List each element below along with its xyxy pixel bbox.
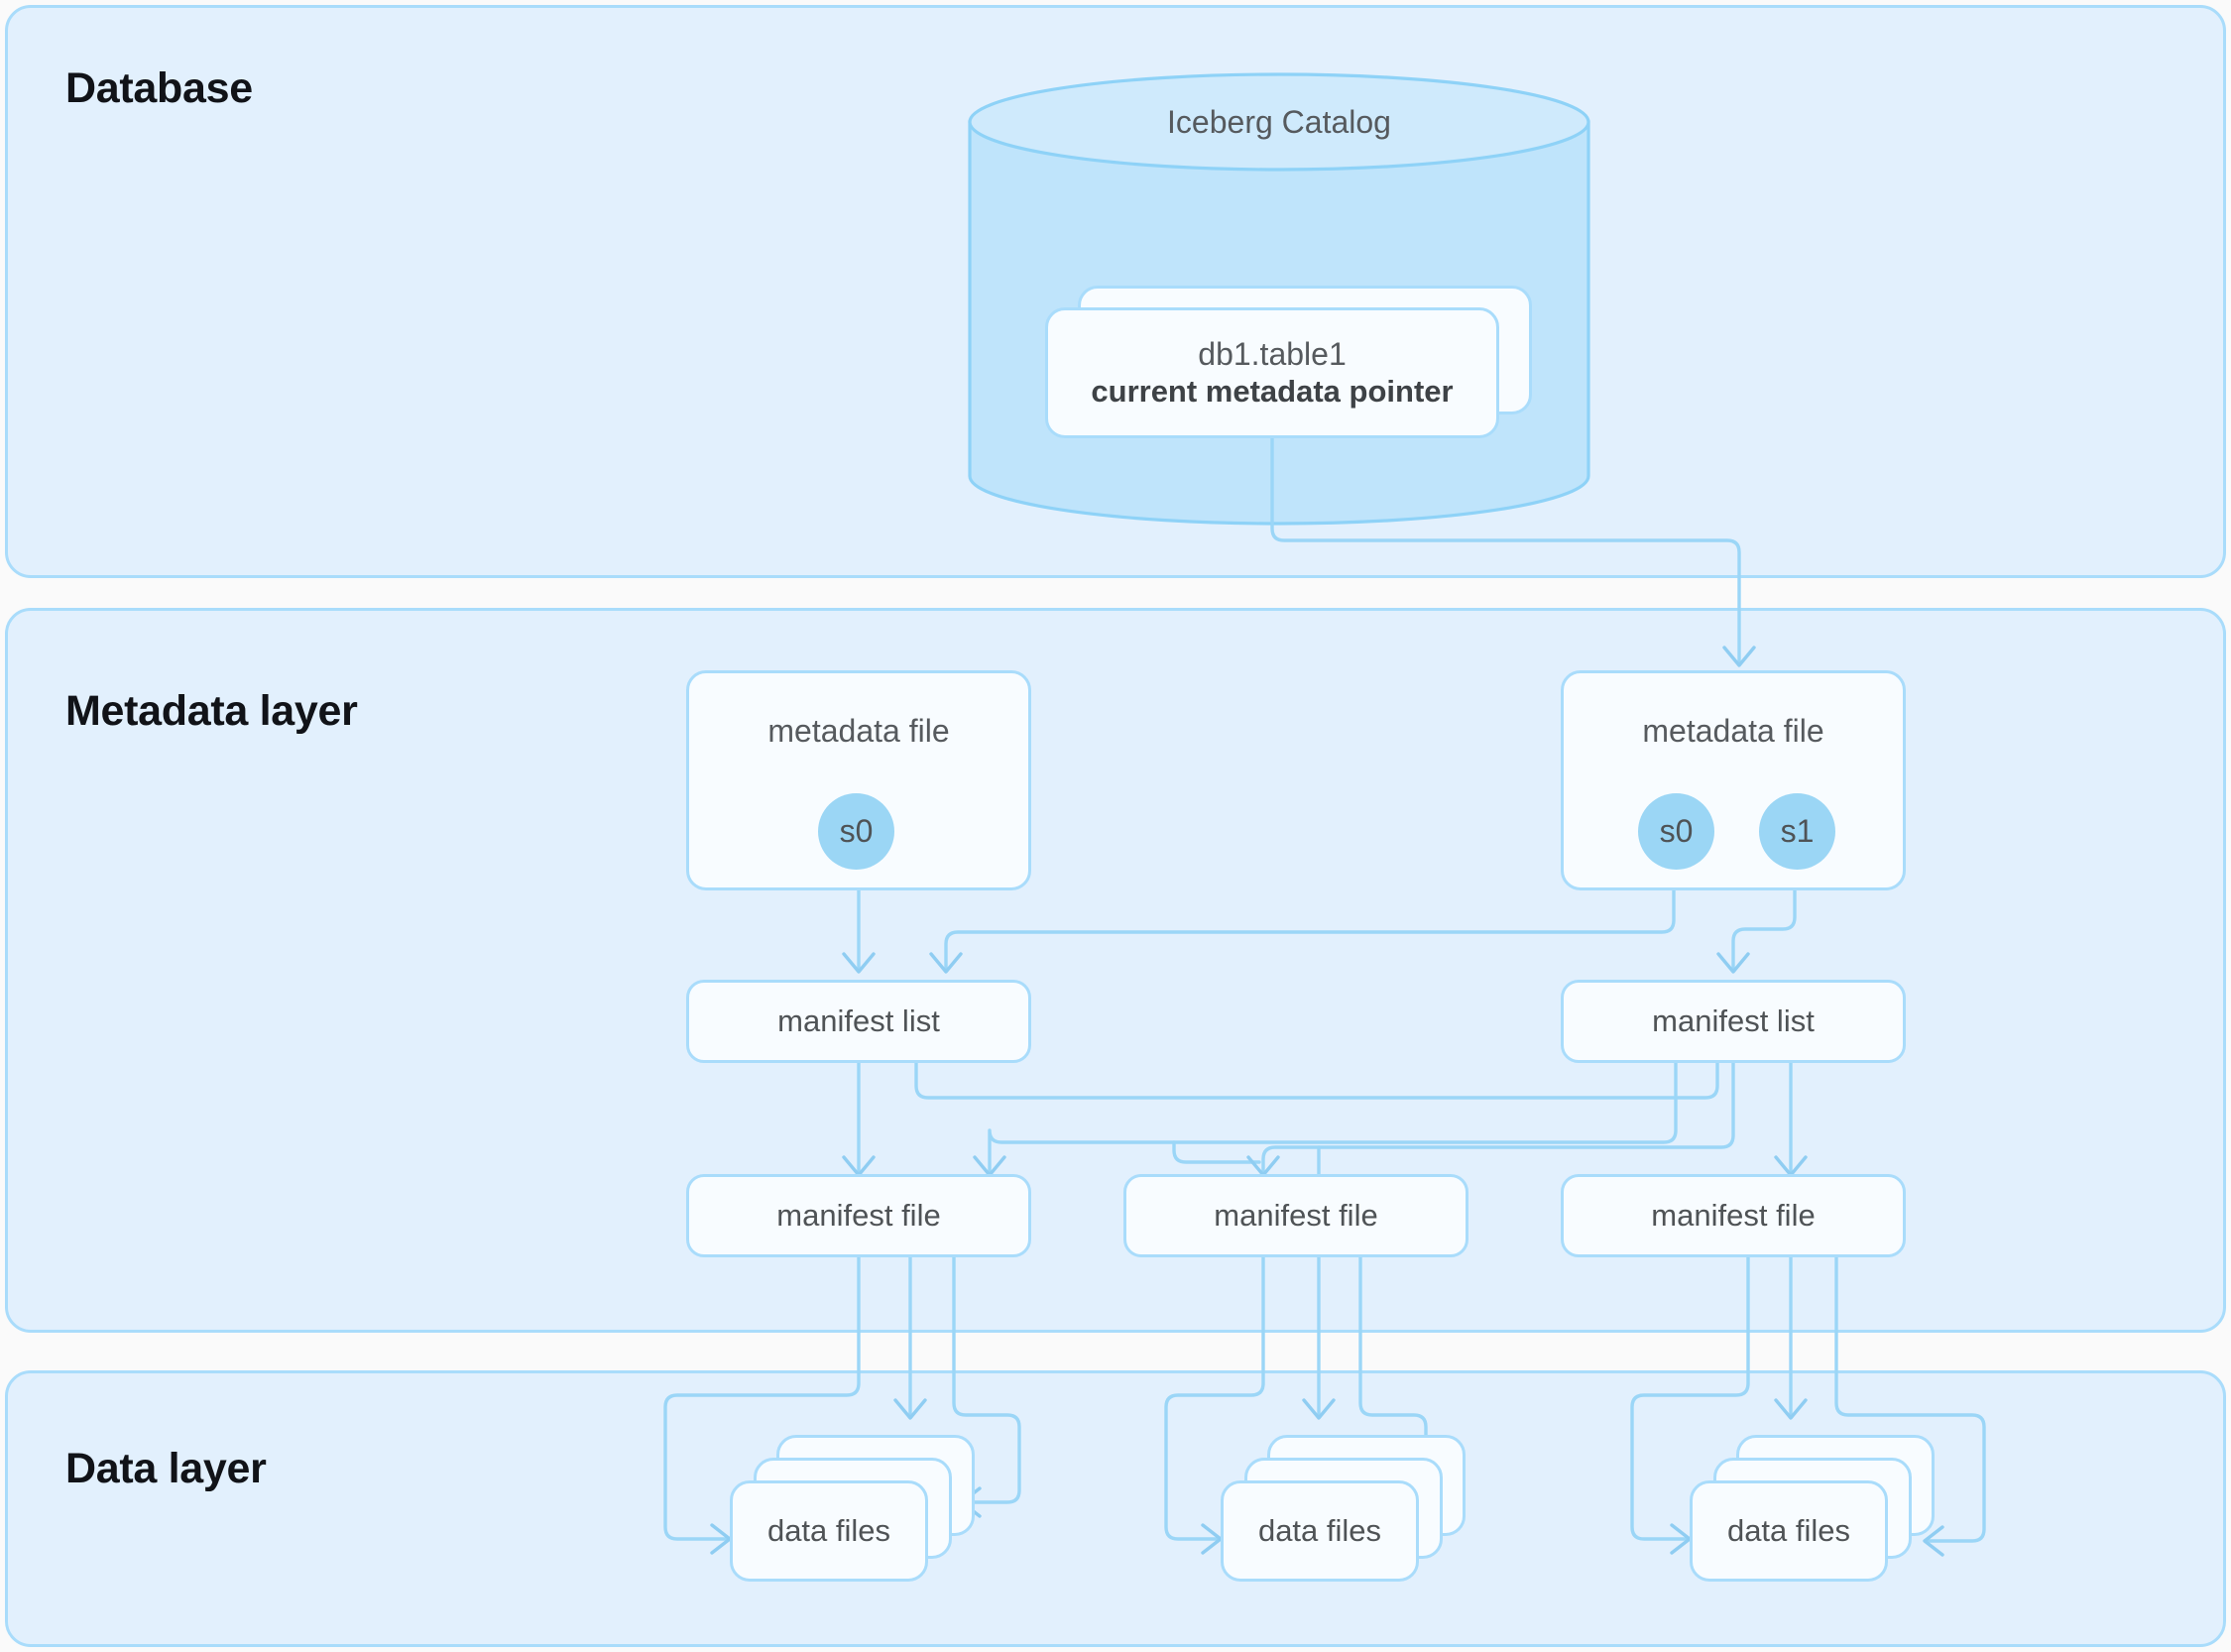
snapshot-s0-left[interactable]: s0 — [818, 793, 894, 870]
pointer-table-name: db1.table1 — [1198, 335, 1347, 372]
pointer-card-front[interactable]: db1.table1 current metadata pointer — [1045, 307, 1499, 438]
metadata-file-left[interactable]: metadata file s0 — [686, 670, 1031, 890]
data-files-card-front[interactable]: data files — [730, 1480, 928, 1582]
data-files-card-front[interactable]: data files — [1690, 1480, 1888, 1582]
panel-title-metadata: Metadata layer — [65, 687, 358, 735]
metadata-file-right[interactable]: metadata file s0 s1 — [1561, 670, 1906, 890]
manifest-file-right[interactable]: manifest file — [1561, 1174, 1906, 1257]
panel-title-data: Data layer — [65, 1445, 267, 1492]
manifest-list-right[interactable]: manifest list — [1561, 980, 1906, 1063]
data-files-card-front[interactable]: data files — [1221, 1480, 1419, 1582]
iceberg-catalog-label: Iceberg Catalog — [1167, 104, 1391, 140]
manifest-list-left[interactable]: manifest list — [686, 980, 1031, 1063]
manifest-file-left[interactable]: manifest file — [686, 1174, 1031, 1257]
snapshot-s0-right[interactable]: s0 — [1638, 793, 1714, 870]
snapshot-s1-right[interactable]: s1 — [1759, 793, 1835, 870]
pointer-description: current metadata pointer — [1091, 373, 1454, 409]
panel-title-database: Database — [65, 64, 253, 112]
metadata-file-left-label: metadata file — [767, 713, 950, 749]
manifest-file-middle[interactable]: manifest file — [1123, 1174, 1468, 1257]
metadata-file-right-label: metadata file — [1642, 713, 1824, 749]
